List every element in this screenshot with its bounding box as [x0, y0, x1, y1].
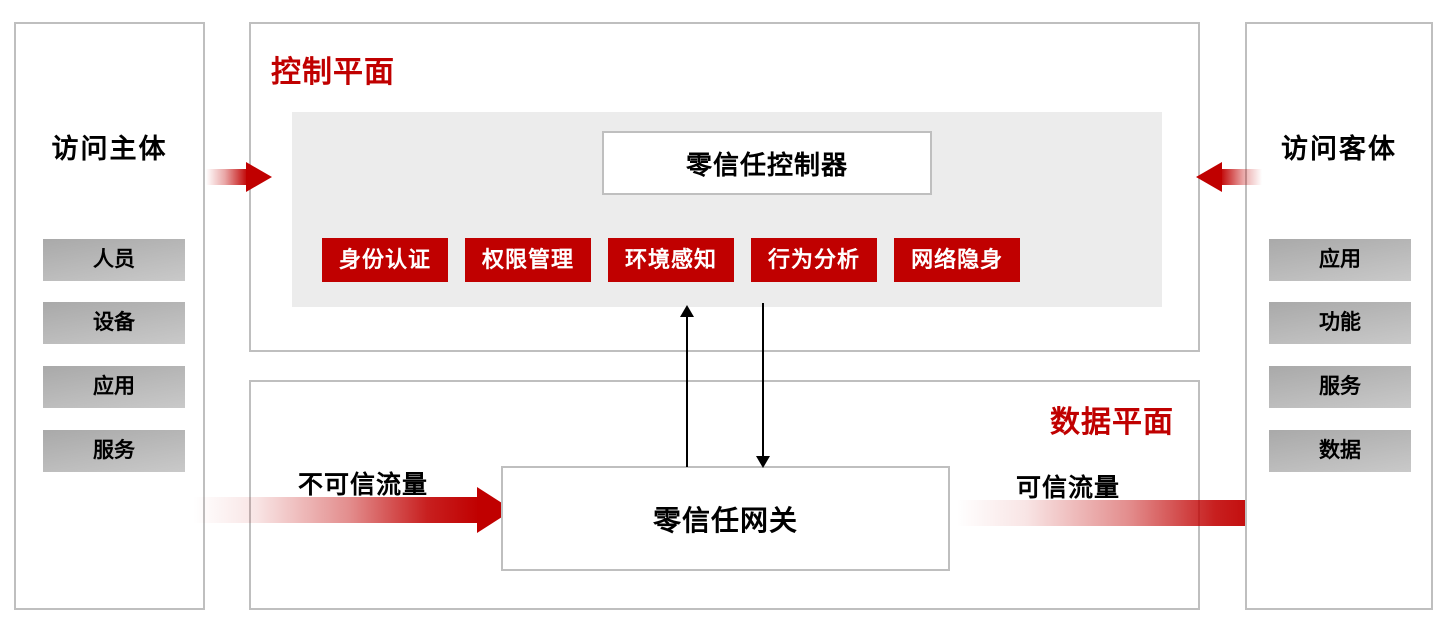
capability-environment-awareness[interactable]: 环境感知 — [608, 238, 735, 282]
arrow-shaft — [193, 497, 479, 523]
object-item-data[interactable]: 数据 — [1269, 430, 1411, 472]
zero-trust-controller-box[interactable]: 零信任控制器 — [602, 131, 932, 195]
control-plane-label: 控制平面 — [271, 56, 395, 89]
trusted-traffic-label: 可信流量 — [1016, 474, 1121, 502]
arrow-head — [680, 305, 694, 317]
arrow-head — [1196, 162, 1222, 192]
arrow-line — [762, 303, 764, 458]
arrow-shaft — [1220, 169, 1262, 185]
object-item-service[interactable]: 服务 — [1269, 366, 1411, 408]
arrow-shaft — [956, 500, 1272, 526]
control-plane-panel: 控制平面 零信任控制器 身份认证 权限管理 环境感知 行为分析 网络隐身 — [249, 22, 1200, 352]
subject-item-service[interactable]: 服务 — [43, 430, 185, 472]
subject-item-device[interactable]: 设备 — [43, 302, 185, 344]
control-plane-inner-area: 零信任控制器 身份认证 权限管理 环境感知 行为分析 网络隐身 — [292, 112, 1162, 307]
subject-item-application[interactable]: 应用 — [43, 366, 185, 408]
access-subject-panel: 访问主体 人员 设备 应用 服务 — [14, 22, 205, 610]
zero-trust-gateway-box[interactable]: 零信任网关 — [501, 466, 950, 571]
subject-to-control-arrow — [206, 162, 272, 192]
capability-identity-authentication[interactable]: 身份认证 — [322, 238, 449, 282]
arrow-head — [756, 456, 770, 468]
gateway-to-controller-arrow — [679, 305, 695, 467]
untrusted-traffic-label: 不可信流量 — [298, 471, 429, 499]
untrusted-traffic-arrow — [193, 487, 513, 533]
arrow-line — [686, 315, 688, 467]
capability-behavior-analysis[interactable]: 行为分析 — [751, 238, 878, 282]
object-item-function[interactable]: 功能 — [1269, 302, 1411, 344]
object-item-application[interactable]: 应用 — [1269, 239, 1411, 281]
controller-to-gateway-arrow — [755, 303, 771, 468]
capability-network-stealth[interactable]: 网络隐身 — [894, 238, 1021, 282]
arrow-head — [246, 162, 272, 192]
access-object-title: 访问客体 — [1281, 134, 1397, 164]
capability-button-row: 身份认证 权限管理 环境感知 行为分析 网络隐身 — [322, 238, 1021, 282]
arrow-shaft — [206, 169, 248, 185]
capability-permission-management[interactable]: 权限管理 — [465, 238, 592, 282]
control-to-object-arrow — [1196, 162, 1262, 192]
data-plane-label: 数据平面 — [1050, 406, 1174, 439]
access-object-panel: 访问客体 应用 功能 服务 数据 — [1245, 22, 1433, 610]
subject-item-personnel[interactable]: 人员 — [43, 239, 185, 281]
access-subject-title: 访问主体 — [51, 134, 168, 164]
data-plane-panel: 数据平面 不可信流量 可信流量 零信任网关 — [193, 380, 1306, 610]
